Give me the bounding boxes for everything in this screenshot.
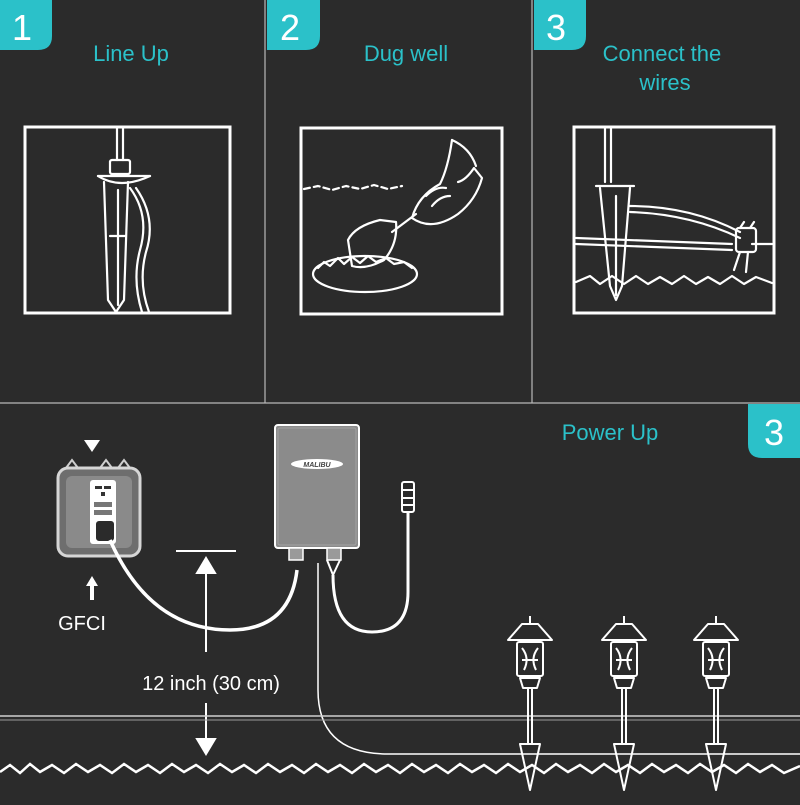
illustration-frame [299, 126, 504, 316]
step-badge: 3 [534, 0, 586, 50]
height-dimension [176, 550, 236, 756]
step-title: Dug well [364, 41, 448, 66]
gfci-outlet-icon [56, 440, 142, 600]
illustration-frame [23, 125, 232, 315]
power-up-title: Power Up [562, 420, 659, 445]
step-number: 3 [546, 7, 566, 48]
power-badge: 3 [748, 404, 800, 458]
power-cord [108, 539, 299, 632]
buried-cable [317, 563, 800, 755]
step-badge: 2 [267, 0, 320, 50]
low-voltage-cable [331, 512, 410, 634]
illustration-frame [572, 125, 776, 315]
height-label: 12 inch (30 cm) [142, 673, 280, 695]
gfci-label: GFCI [58, 613, 106, 635]
step-number: 2 [280, 7, 300, 48]
brand-label: MALIBU [303, 462, 331, 469]
step-number: 3 [764, 412, 784, 453]
stake-spike-icon [96, 126, 152, 314]
panel-dividers [0, 0, 800, 404]
path-light-icon [693, 616, 739, 791]
step-title: Line Up [93, 41, 169, 66]
step-1-panel: 1 Line Up [0, 0, 232, 315]
power-up-panel: 3 Power Up GFCI MALIBU [0, 404, 800, 791]
step-title: Connect the wires [603, 41, 728, 95]
ground-line [0, 715, 800, 775]
step-2-panel: 2 Dug well [267, 0, 504, 316]
path-light-icon [601, 616, 647, 791]
step-number: 1 [12, 7, 32, 48]
transformer-icon: MALIBU [274, 424, 360, 578]
wire-connector-icon [574, 126, 774, 302]
step-3-panel: 3 Connect the wires [534, 0, 776, 315]
trowel-hand-icon [302, 138, 484, 294]
cable-connector-icon [401, 481, 415, 513]
path-light-icon [507, 616, 553, 791]
step-badge: 1 [0, 0, 52, 50]
